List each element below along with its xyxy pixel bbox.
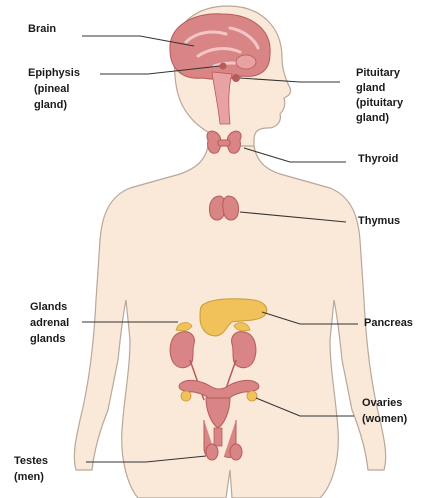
- label-testes-2: (men): [14, 470, 44, 485]
- label-thymus: Thymus: [358, 214, 400, 229]
- label-thyroid: Thyroid: [358, 152, 398, 167]
- label-pituitary-3: (pituitary: [356, 96, 403, 111]
- label-pituitary-1: Pituitary: [356, 66, 400, 81]
- pineal-gland: [220, 63, 227, 70]
- label-epiphysis-sub1: (pineal: [34, 82, 69, 97]
- ovary-right: [247, 391, 257, 401]
- label-glands-2: adrenal: [30, 316, 69, 331]
- label-epiphysis-sub2: gland): [34, 98, 67, 113]
- label-epiphysis: Epiphysis: [28, 66, 80, 81]
- label-brain: Brain: [28, 22, 56, 37]
- label-pancreas: Pancreas: [364, 316, 413, 331]
- label-pituitary-2: gland: [356, 81, 385, 96]
- label-ovaries-2: (women): [362, 412, 407, 427]
- label-pituitary-4: gland): [356, 111, 389, 126]
- pituitary-gland: [232, 74, 240, 82]
- ovary-left: [181, 391, 191, 401]
- label-glands-3: glands: [30, 332, 65, 347]
- label-glands-1: Glands: [30, 300, 67, 315]
- label-ovaries-1: Ovaries: [362, 396, 402, 411]
- label-testes-1: Testes: [14, 454, 48, 469]
